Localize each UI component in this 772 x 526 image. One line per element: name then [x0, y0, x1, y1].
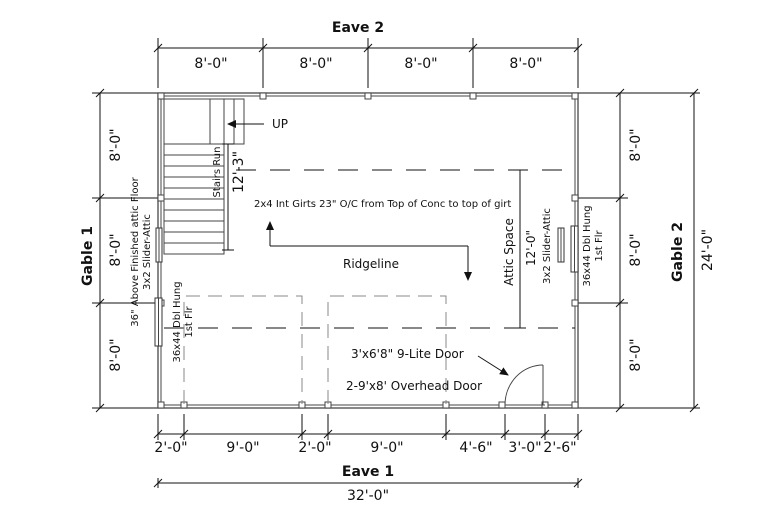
right-dim-2: 8'-0" [628, 233, 644, 266]
overhead-door-label: 2-9'x8' Overhead Door [346, 379, 482, 393]
right-dbl-hung-window [570, 225, 579, 273]
right-slider-window [557, 227, 565, 263]
bottom-dim-5: 4'-6" [459, 440, 492, 456]
right-total: 24'-0" [700, 229, 716, 271]
ridgeline [266, 221, 472, 281]
door-arrow [477, 355, 509, 376]
left-dbl-hung-window [154, 297, 163, 347]
bottom-dim-7: 2'-6" [543, 440, 576, 456]
left-slider-window [155, 227, 163, 263]
door-label: 3'x6'8" 9-Lite Door [351, 347, 464, 361]
eave-1-title: Eave 1 [342, 464, 394, 480]
bottom-total-dimension: 32'-0" [153, 478, 583, 504]
right-slider-label: 3x2 Slider-Attic [542, 208, 553, 284]
up-label: UP [272, 117, 288, 131]
left-slider-line1: 36" Above Finished attic Floor [130, 176, 141, 326]
attic-space-dimension [514, 169, 526, 329]
right-window-line1: 36x44 Dbl Hung [582, 205, 593, 286]
left-slider-line2: 3x2 Slider-Attic [142, 214, 153, 290]
left-window-line2: 1st Flr [184, 305, 195, 337]
attic-space-width: 12'-0" [524, 230, 538, 266]
bottom-dim-3: 2'-0" [298, 440, 331, 456]
bottom-dim-4: 9'-0" [370, 440, 403, 456]
left-window-line1: 36x44 Dbl Hung [172, 281, 183, 362]
stairs-run-dimension [222, 143, 234, 251]
right-dim-3: 8'-0" [628, 338, 644, 371]
left-dim-1: 8'-0" [108, 128, 124, 161]
bottom-dimension: 2'-0" 9'-0" 2'-0" 9'-0" 4'-6" 3'-0" 2'-6… [153, 414, 583, 456]
overhead-doors [183, 295, 447, 404]
entry-door [504, 364, 545, 406]
left-dimension: 8'-0" 8'-0" 8'-0" [92, 88, 158, 413]
top-dim-2: 8'-0" [299, 56, 332, 72]
top-dimension: 8'-0" 8'-0" 8'-0" 8'-0" [153, 38, 583, 88]
gable-2-title: Gable 2 [670, 222, 686, 282]
right-window-line2: 1st Flr [594, 229, 605, 261]
eave-2-title: Eave 2 [332, 20, 384, 36]
right-total-dimension: 24'-0" [628, 88, 716, 413]
right-dimension: 8'-0" 8'-0" 8'-0" [578, 88, 644, 413]
attic-space-label: Attic Space [502, 218, 516, 286]
bottom-dim-1: 2'-0" [154, 440, 187, 456]
ridgeline-label: Ridgeline [343, 257, 399, 271]
bottom-dim-6: 3'-0" [508, 440, 541, 456]
girts-note: 2x4 Int Girts 23" O/C from Top of Conc t… [254, 199, 511, 210]
bottom-dim-2: 9'-0" [226, 440, 259, 456]
gable-1-title: Gable 1 [80, 226, 96, 286]
bottom-total: 32'-0" [347, 488, 389, 504]
stairs-run-label: Stairs Run [212, 147, 223, 198]
top-dim-4: 8'-0" [509, 56, 542, 72]
stairs [163, 98, 245, 255]
top-dim-1: 8'-0" [194, 56, 227, 72]
left-dim-2: 8'-0" [108, 233, 124, 266]
left-dim-3: 8'-0" [108, 338, 124, 371]
top-dim-3: 8'-0" [404, 56, 437, 72]
stairs-run-length: 12'-3" [231, 151, 247, 193]
right-dim-1: 8'-0" [628, 128, 644, 161]
